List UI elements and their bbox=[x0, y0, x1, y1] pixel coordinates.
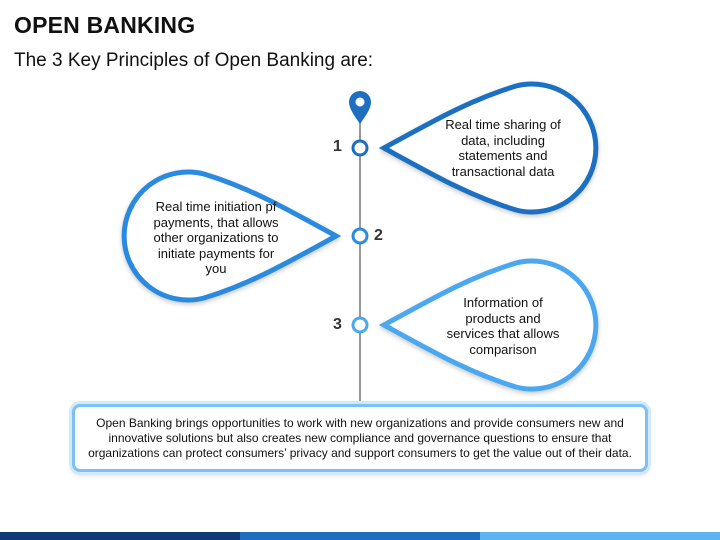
principle-3-text: Information of products and services tha… bbox=[446, 295, 560, 357]
timeline-node-3 bbox=[351, 316, 369, 334]
summary-box: Open Banking brings opportunities to wor… bbox=[72, 404, 648, 472]
page-title: OPEN BANKING bbox=[14, 12, 196, 38]
page-subtitle: The 3 Key Principles of Open Banking are… bbox=[14, 50, 374, 71]
timeline-node-2 bbox=[351, 227, 369, 245]
footer-bar-dark bbox=[0, 532, 240, 540]
footer-bar bbox=[0, 532, 720, 540]
footer-bar-light bbox=[480, 532, 720, 540]
timeline-node-1 bbox=[351, 139, 369, 157]
principle-1-text: Real time sharing of data, including sta… bbox=[445, 117, 561, 179]
principle-1-number: 1 bbox=[333, 138, 342, 155]
principle-3-bubble bbox=[378, 258, 599, 392]
footer-bar-mid bbox=[240, 532, 480, 540]
principle-2-number: 2 bbox=[374, 227, 383, 244]
summary-text: Open Banking brings opportunities to wor… bbox=[88, 415, 632, 460]
principle-2-bubble bbox=[121, 169, 342, 303]
principle-1-bubble bbox=[378, 81, 599, 215]
location-pin-icon bbox=[349, 91, 371, 124]
principle-2-text: Real time initiation pf payments, that a… bbox=[153, 199, 279, 276]
principle-3-number: 3 bbox=[333, 316, 342, 333]
